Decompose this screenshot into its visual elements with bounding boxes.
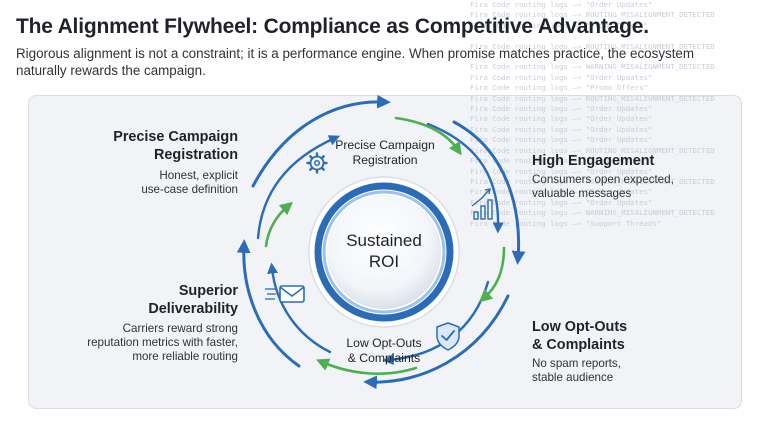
stage-registration-title-line2: Registration: [154, 147, 238, 163]
page-subtitle: Rigorous alignment is not a constraint; …: [16, 46, 695, 78]
stage-optouts: Low Opt-Outs & Complaints No spam report…: [532, 318, 722, 385]
inner-label-registration: Precise Campaign Registration: [322, 138, 448, 167]
gear-icon: [306, 152, 328, 174]
stage-deliverability-title-line1: Superior: [178, 283, 238, 299]
stage-deliverability-desc-line1: Carriers reward strong: [122, 322, 238, 335]
stage-deliverability-title-line2: Deliverability: [148, 301, 238, 317]
stage-registration-desc-line2: use-case definition: [141, 183, 238, 196]
stage-engagement: High Engagement Consumers open expected,…: [532, 152, 732, 201]
log-line: Fira Code routing logs —→ "Order Updates…: [470, 0, 653, 9]
stage-optouts-desc-line2: stable audience: [532, 371, 614, 384]
hub-light-ring: [322, 190, 446, 314]
hub-blue-ring: [314, 182, 454, 322]
stage-engagement-desc-line1: Consumers open expected,: [532, 173, 674, 186]
stage-deliverability-desc-line2: reputation metrics with faster,: [87, 336, 238, 349]
stage-optouts-desc-line1: No spam reports,: [532, 357, 621, 370]
inner-label-optouts: Low Opt-Outs & Complaints: [328, 336, 440, 365]
stage-engagement-desc-line2: valuable messages: [532, 187, 632, 200]
log-line: Fira Code routing logs —→ "Order Updates…: [470, 114, 653, 124]
log-line: Fira Code routing logs —→ "Promo Offers": [470, 83, 648, 93]
bar-chart-icon: [471, 188, 493, 220]
hub-label-line2: ROI: [368, 252, 400, 271]
log-line: Fira Code routing logs —→ "Order Updates…: [470, 104, 653, 114]
log-line: Fira Code routing logs —→ "Order Updates…: [470, 187, 653, 197]
log-line: Fira Code routing logs —→ WARNING_MISALI…: [470, 62, 715, 72]
hub-label: Sustained ROI: [320, 230, 448, 272]
green-arrow-top: [394, 116, 462, 156]
log-line: Fira Code routing logs —→ ROUTING_MISALI…: [470, 41, 715, 51]
log-line: Fira Code routing logs —→ "Promo Offers": [470, 20, 648, 30]
log-line: Fira Code routing logs —→ "Order Updates…: [470, 124, 653, 134]
stage-engagement-title: High Engagement: [532, 153, 655, 169]
stage-optouts-title-line2: & Complaints: [532, 337, 625, 353]
stage-registration-desc-line1: Honest, explicit: [159, 169, 238, 182]
inner-arc-top: [256, 135, 341, 240]
shield-check-icon: [436, 322, 460, 351]
log-line: Fira Code routing logs —→ WARNING_MISALI…: [470, 208, 715, 218]
stage-registration-title-line1: Precise Campaign: [113, 129, 238, 145]
green-arrow-left: [264, 201, 293, 248]
envelope-icon: [265, 285, 305, 303]
outer-arrow-top: [251, 94, 391, 188]
stage-registration: Precise Campaign Registration Honest, ex…: [60, 128, 238, 197]
stage-deliverability: Superior Deliverability Carriers reward …: [52, 282, 238, 364]
inner-label-optouts-line1: Low Opt-Outs: [346, 336, 422, 350]
inner-label-optouts-line2: & Complaints: [347, 350, 421, 365]
inner-arc-left: [267, 262, 332, 354]
page-title: The Alignment Flywheel: Compliance as Co…: [16, 15, 649, 38]
inner-arc-right: [426, 122, 504, 234]
stage-deliverability-desc-line3: more reliable routing: [132, 350, 238, 363]
log-line: Fira Code routing logs —→ "Order Updates…: [470, 72, 653, 82]
outer-arrow-right: [452, 120, 526, 265]
log-line: Fira Code routing logs —→ ROUTING_MISALI…: [470, 145, 715, 155]
log-line: Fira Code routing logs —→ ROUTING_MISALI…: [470, 93, 715, 103]
log-line: Fira Code routing logs —→ ROUTING_MISALI…: [470, 176, 715, 186]
stage-optouts-title-line1: Low Opt-Outs: [532, 319, 628, 335]
hub-core: [327, 195, 441, 309]
log-line: Fira Code routing logs —→ "Order Updates…: [470, 197, 653, 207]
hub-label-line1: Sustained: [346, 231, 422, 250]
outer-arrow-left: [236, 239, 301, 368]
outer-arrow-bottom: [363, 294, 510, 390]
green-arrow-bottom: [316, 358, 418, 375]
green-arrow-right: [479, 246, 506, 303]
log-line: Fira Code routing logs —→ ROUTING_MISALI…: [470, 10, 715, 20]
inner-label-registration-line1: Precise Campaign: [335, 138, 435, 152]
inner-label-registration-line2: Registration: [352, 152, 418, 167]
